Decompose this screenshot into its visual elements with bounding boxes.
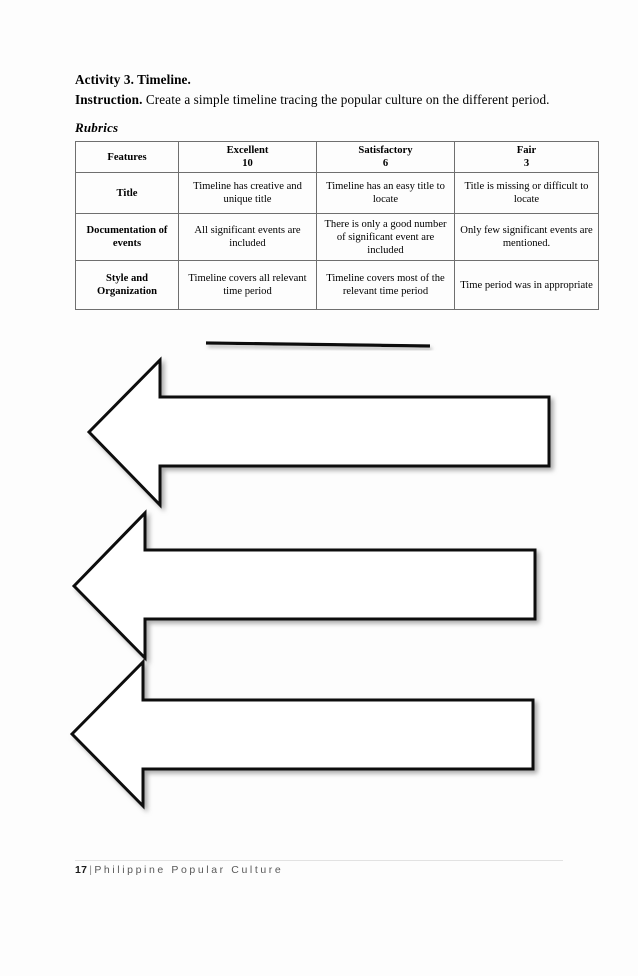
footer-separator: | bbox=[89, 864, 93, 876]
cell-documentation-fair: Only few significant events are mentione… bbox=[454, 213, 599, 262]
cell-style-fair: Time period was in appropriate bbox=[454, 260, 599, 311]
rubric-table: Features Excellent 10 Satisfactory 6 Fai… bbox=[75, 140, 599, 311]
column-header-excellent-label: Excellent bbox=[226, 145, 269, 156]
column-header-fair-score: 3 bbox=[523, 158, 530, 170]
arrow-3 bbox=[69, 658, 535, 810]
arrow-1 bbox=[86, 356, 551, 509]
column-header-excellent-score: 10 bbox=[242, 158, 253, 170]
cell-title-excellent: Timeline has creative and unique title bbox=[178, 172, 317, 215]
column-header-fair: Fair 3 bbox=[454, 140, 599, 174]
cell-title-satisfactory: Timeline has an easy title to locate bbox=[316, 172, 455, 215]
column-header-satisfactory-label: Satisfactory bbox=[358, 145, 413, 156]
activity-title: Activity 3. Timeline. bbox=[75, 72, 191, 87]
footer-title: Philippine Popular Culture bbox=[94, 864, 284, 876]
cell-documentation-excellent: All significant events are included bbox=[178, 213, 317, 262]
column-header-satisfactory: Satisfactory 6 bbox=[316, 140, 455, 174]
footer-page-number: 17 bbox=[75, 864, 88, 876]
cell-style-satisfactory: Timeline covers most of the relevant tim… bbox=[316, 260, 455, 311]
table-row: Documentation of events All significant … bbox=[75, 213, 599, 262]
column-header-features: Features bbox=[75, 140, 179, 174]
column-header-excellent: Excellent 10 bbox=[178, 140, 317, 174]
cell-documentation-satisfactory: There is only a good number of significa… bbox=[316, 213, 455, 262]
footer-divider bbox=[75, 860, 563, 861]
cell-title-fair: Title is missing or difficult to locate bbox=[454, 172, 599, 215]
instruction-text: Create a simple timeline tracing the pop… bbox=[142, 91, 550, 107]
rubrics-label: Rubrics bbox=[75, 120, 119, 135]
cell-style-excellent: Timeline covers all relevant time period bbox=[178, 260, 317, 311]
instruction-lead: Instruction. bbox=[75, 91, 143, 107]
heading-block: Activity 3. Timeline. Instruction. Creat… bbox=[75, 70, 570, 110]
table-row: Style and Organization Timeline covers a… bbox=[75, 260, 599, 311]
row-feature-style: Style and Organization bbox=[75, 260, 179, 311]
column-header-satisfactory-score: 6 bbox=[382, 158, 389, 170]
instruction-line: Instruction. Create a simple timeline tr… bbox=[75, 90, 570, 110]
table-header-row: Features Excellent 10 Satisfactory 6 Fai… bbox=[75, 140, 599, 174]
top-rule-line bbox=[205, 341, 431, 348]
column-header-fair-label: Fair bbox=[516, 145, 537, 156]
page-footer: 17|Philippine Popular Culture bbox=[75, 864, 283, 876]
arrow-2 bbox=[71, 509, 537, 662]
row-feature-documentation: Documentation of events bbox=[75, 213, 179, 262]
table-row: Title Timeline has creative and unique t… bbox=[75, 172, 599, 215]
row-feature-title: Title bbox=[75, 172, 179, 215]
